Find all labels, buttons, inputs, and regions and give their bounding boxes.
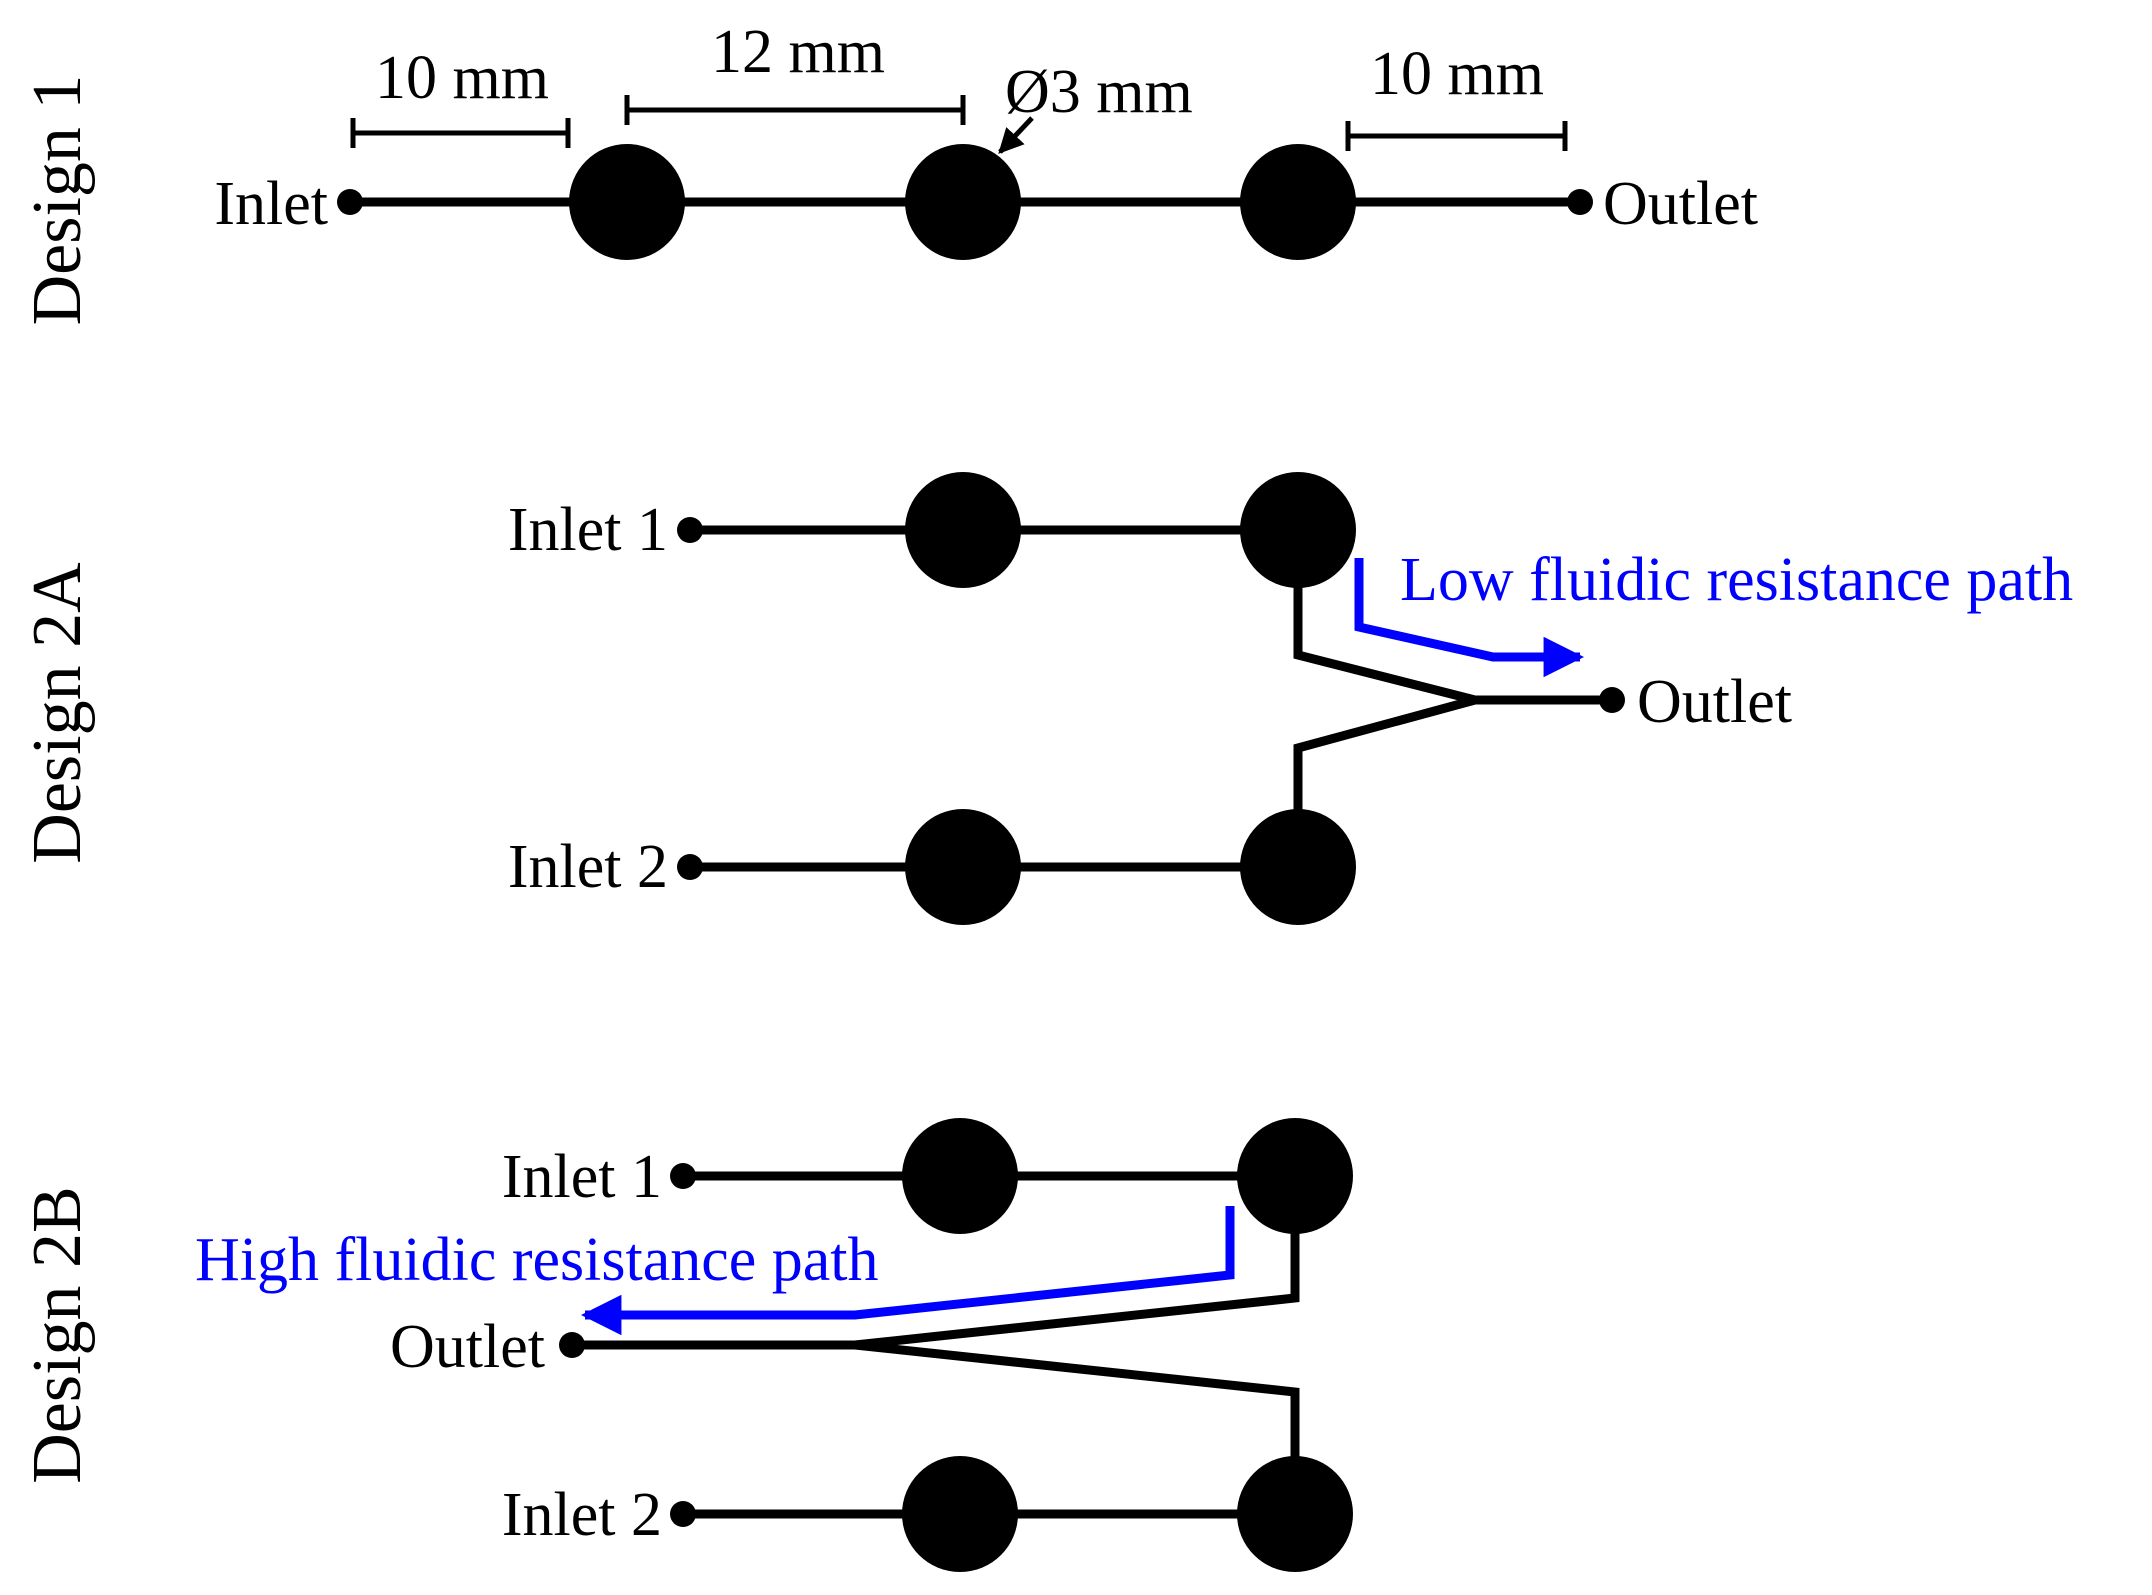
design1-chamber-2: [905, 144, 1021, 260]
design1-dimension-outlet: 10 mm: [1345, 40, 1568, 151]
design1-chamber-1: [569, 144, 685, 260]
design2a-title: Design 2A: [19, 562, 96, 864]
design2b-inlet1-label: Inlet 1: [502, 1143, 662, 1211]
design2a-path-label: Low fluidic resistance path: [1400, 546, 2073, 614]
design2b-path-label: High fluidic resistance path: [195, 1226, 879, 1294]
design2a-chamber-3: [905, 809, 1021, 925]
design2a-inlet1-label: Inlet 1: [508, 496, 668, 564]
design2b-chamber-3: [902, 1456, 1018, 1572]
design2b-high-resistance-arrow: [580, 1206, 1235, 1336]
design2a-inlet2-label: Inlet 2: [508, 833, 668, 901]
design1-dim-spacing-label: 12 mm: [711, 18, 885, 86]
design2b-chamber-2: [1237, 1118, 1353, 1234]
design1-chamber-3: [1240, 144, 1356, 260]
design2a-inlet2-port: [677, 854, 703, 880]
design1-outlet-label: Outlet: [1603, 170, 1758, 238]
design1-group: Design 1 Inlet Outlet 10 mm 12 mm Ø3 mm: [19, 18, 1758, 325]
design2a-low-resistance-arrow: [1354, 558, 1585, 678]
design1-dimension-diameter: Ø3 mm: [998, 58, 1193, 154]
design2a-inlet1-port: [677, 517, 703, 543]
design2a-outlet-label: Outlet: [1637, 668, 1792, 736]
design1-inlet-port: [337, 189, 363, 215]
design2a-chamber-2: [1240, 472, 1356, 588]
design1-outlet-port: [1567, 189, 1593, 215]
design2b-outlet-port: [559, 1332, 585, 1358]
design2a-chamber-4: [1240, 809, 1356, 925]
design1-dim-outlet-label: 10 mm: [1370, 40, 1544, 108]
design2b-inlet1-port: [670, 1163, 696, 1189]
design1-title: Design 1: [19, 75, 96, 326]
design1-dim-inlet-label: 10 mm: [375, 44, 549, 112]
design2a-group: Design 2A Inlet 1 Inlet 2 Outlet Low flu…: [19, 472, 2073, 925]
design2a-outlet-port: [1599, 687, 1625, 713]
design2b-outlet-label: Outlet: [390, 1313, 545, 1381]
design1-dimension-inlet: 10 mm: [350, 44, 571, 148]
design2b-title: Design 2B: [19, 1186, 96, 1484]
design1-inlet-label: Inlet: [214, 170, 328, 238]
design2b-chamber-4: [1237, 1456, 1353, 1572]
design2b-inlet2-label: Inlet 2: [502, 1481, 662, 1549]
design1-dim-diameter-label: Ø3 mm: [1005, 58, 1193, 126]
design2b-inlet2-port: [670, 1501, 696, 1527]
design2a-chamber-1: [905, 472, 1021, 588]
diameter-leader-arrow: [998, 116, 1034, 154]
design2b-group: Design 2B Inlet 1 Inlet 2 Outlet High fl…: [19, 1118, 1353, 1572]
design2b-chamber-1: [902, 1118, 1018, 1234]
design1-dimension-spacing: 12 mm: [624, 18, 966, 125]
